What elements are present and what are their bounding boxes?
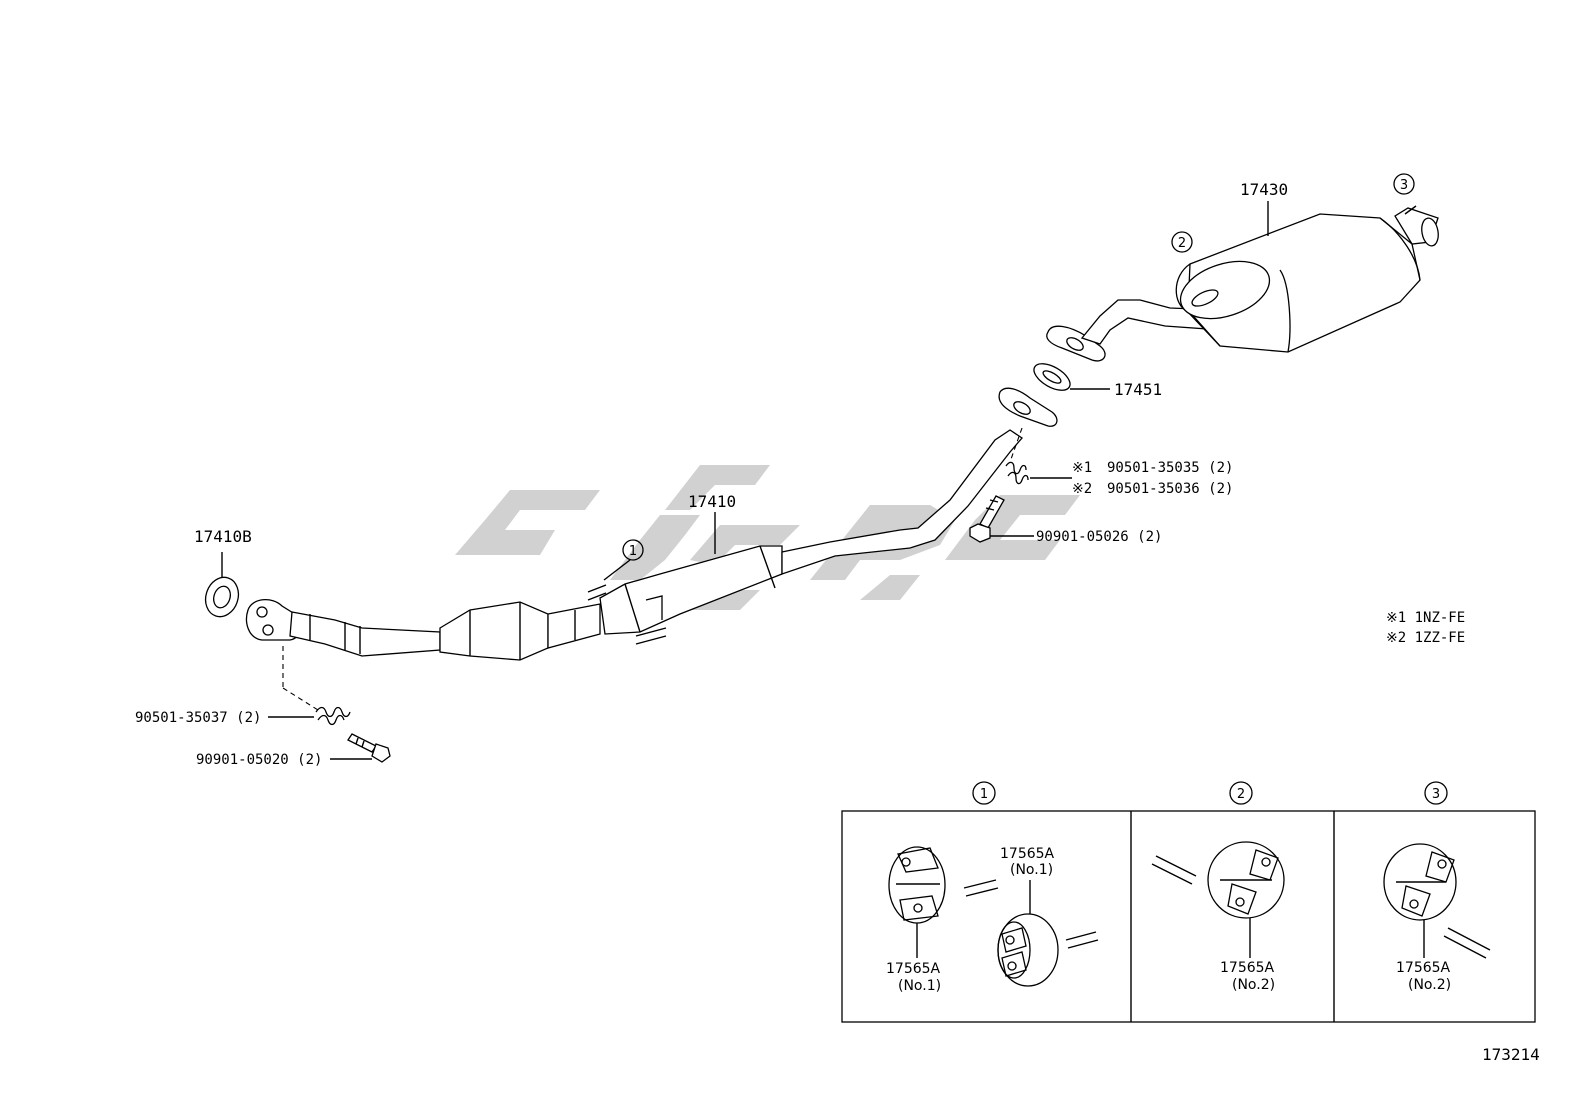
panel3-label: 17565A bbox=[1396, 960, 1451, 976]
panel2-label: 17565A bbox=[1220, 960, 1275, 976]
front-bolt-90901-05020 bbox=[347, 733, 391, 763]
spring-rear-1-mark: ※1 bbox=[1072, 460, 1092, 476]
panel3-label-sub: (No.2) bbox=[1408, 977, 1451, 993]
label-90901-05026: 90901-05026 (2) bbox=[1036, 529, 1162, 545]
label-17430: 17430 bbox=[1240, 180, 1288, 199]
panel3-callout: 3 bbox=[1424, 781, 1448, 805]
callout-1: 1 bbox=[603, 539, 644, 581]
rear-spring bbox=[1005, 461, 1029, 485]
panel1-label-top: 17565A bbox=[1000, 846, 1055, 862]
gasket-17410B bbox=[204, 552, 240, 618]
label-90501-35035: 90501-35035 (2) bbox=[1107, 460, 1233, 476]
panel3-hanger bbox=[1383, 843, 1457, 921]
label-90901-05020: 90901-05020 (2) bbox=[196, 752, 322, 768]
detail-panels bbox=[841, 810, 1536, 1023]
svg-text:1: 1 bbox=[980, 787, 988, 802]
svg-text:3: 3 bbox=[1400, 178, 1408, 193]
panel1-rod-upper bbox=[963, 879, 999, 897]
diagram-number: 173214 bbox=[1482, 1045, 1540, 1064]
callout-3: 3 bbox=[1393, 173, 1415, 195]
svg-text:3: 3 bbox=[1432, 787, 1440, 802]
label-90501-35037: 90501-35037 (2) bbox=[135, 710, 261, 726]
muffler-17430 bbox=[1046, 205, 1439, 362]
panel1-label-bottom: 17565A bbox=[886, 961, 941, 977]
svg-text:2: 2 bbox=[1178, 236, 1186, 251]
panel1-label-top-sub: (No.1) bbox=[1010, 862, 1053, 878]
panel1-hanger-lower bbox=[997, 913, 1059, 987]
front-spring-90501-35037 bbox=[315, 706, 351, 726]
panel2-rod bbox=[1151, 855, 1197, 885]
panel1-callout: 1 bbox=[972, 781, 996, 805]
panel1-rod-lower bbox=[1065, 931, 1099, 949]
legend-note-1: ※1 1NZ-FE bbox=[1386, 610, 1465, 626]
label-17451: 17451 bbox=[1114, 380, 1162, 399]
panel1-hanger-upper bbox=[888, 846, 946, 924]
label-90501-35036: 90501-35036 (2) bbox=[1107, 481, 1233, 497]
gasket-17451 bbox=[1033, 363, 1071, 391]
rear-bolt-90901-05026 bbox=[969, 495, 1005, 543]
panel2-callout: 2 bbox=[1229, 781, 1253, 805]
callout-2: 2 bbox=[1171, 231, 1193, 253]
label-17410B: 17410B bbox=[194, 527, 252, 546]
panel3-rod bbox=[1443, 927, 1491, 959]
center-pipe-17410 bbox=[587, 429, 1023, 645]
front-exhaust-pipe bbox=[245, 599, 601, 661]
spring-rear-2-mark: ※2 bbox=[1072, 481, 1092, 497]
panel2-hanger bbox=[1207, 841, 1285, 919]
center-pipe-rear-flange bbox=[998, 387, 1058, 427]
panel1-label-bottom-sub: (No.1) bbox=[898, 978, 941, 994]
panel2-label-sub: (No.2) bbox=[1232, 977, 1275, 993]
svg-text:2: 2 bbox=[1237, 787, 1245, 802]
svg-text:1: 1 bbox=[629, 544, 637, 559]
label-17410: 17410 bbox=[688, 492, 736, 511]
legend-note-2: ※2 1ZZ-FE bbox=[1386, 630, 1465, 646]
